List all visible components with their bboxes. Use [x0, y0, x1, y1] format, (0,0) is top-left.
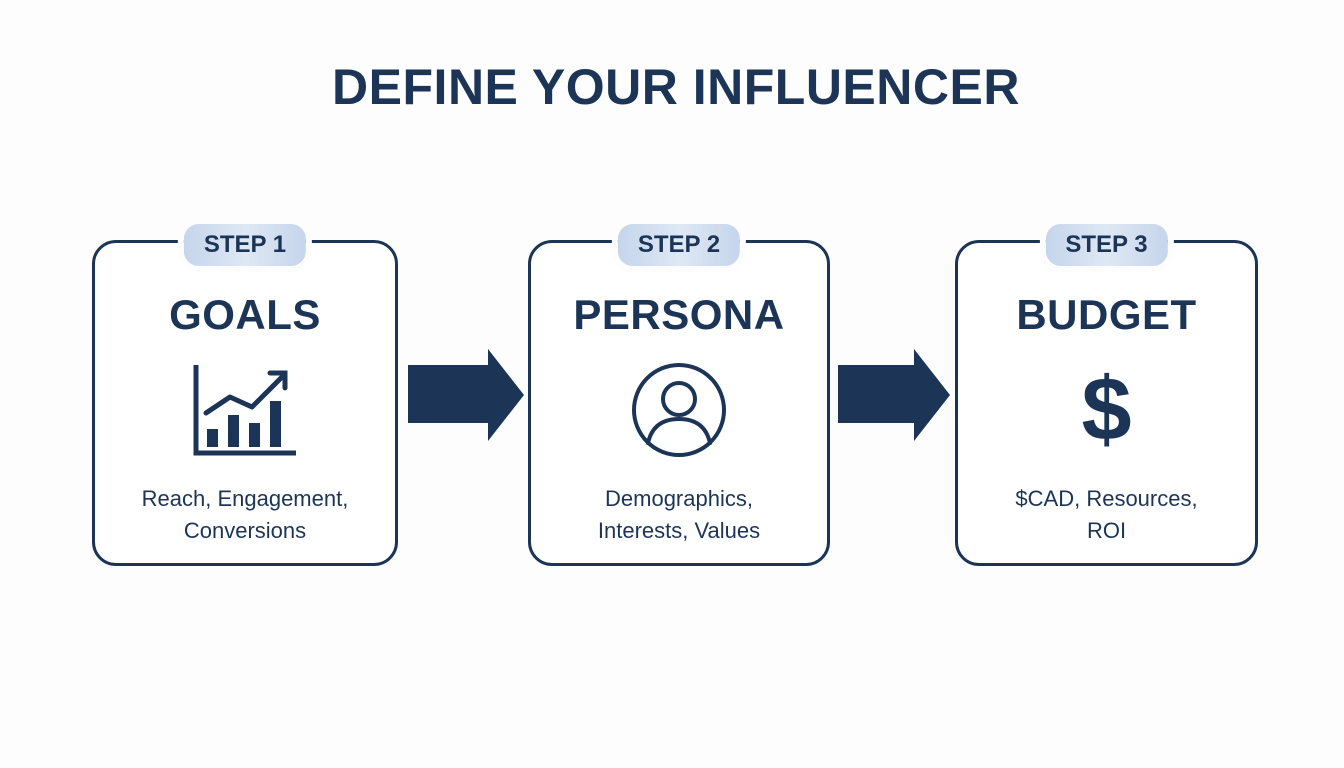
step-description-line: Conversions — [183, 518, 307, 543]
step-description: Reach, Engagement, Conversions — [105, 483, 385, 547]
step-description: Demographics, Interests, Values — [541, 483, 817, 547]
step-badge: STEP 1 — [177, 218, 313, 272]
step-card-goals: STEP 1 GOALS Reach, Engagement, Conversi… — [92, 218, 398, 566]
step-description-line: Demographics, — [605, 486, 753, 511]
step-heading: GOALS — [169, 291, 321, 338]
step-description-line: ROI — [1086, 518, 1127, 543]
step-heading: PERSONA — [573, 291, 785, 338]
step-description-line: Interests, Values — [597, 518, 761, 543]
step-description-line: Reach, Engagement, — [141, 486, 349, 511]
arrow-right-icon — [408, 349, 524, 441]
step-badge: STEP 2 — [611, 218, 747, 272]
arrow-right-icon — [838, 349, 954, 441]
step-description: $CAD, Resources, ROI — [968, 483, 1245, 547]
page-title: DEFINE YOUR INFLUENCER — [332, 59, 1020, 115]
step-card-budget: STEP 3 BUDGET $ $CAD, Resources, ROI — [955, 218, 1258, 566]
bar-chart-trend-icon — [190, 361, 300, 461]
dollar-icon: $ — [1081, 360, 1132, 460]
step-badge: STEP 3 — [1039, 218, 1174, 272]
step-description-line: $CAD, Resources, — [1015, 486, 1198, 511]
step-card-persona: STEP 2 PERSONA Demographics, Interests, … — [528, 218, 830, 566]
user-circle-icon — [624, 361, 734, 461]
step-heading: BUDGET — [1016, 291, 1197, 338]
